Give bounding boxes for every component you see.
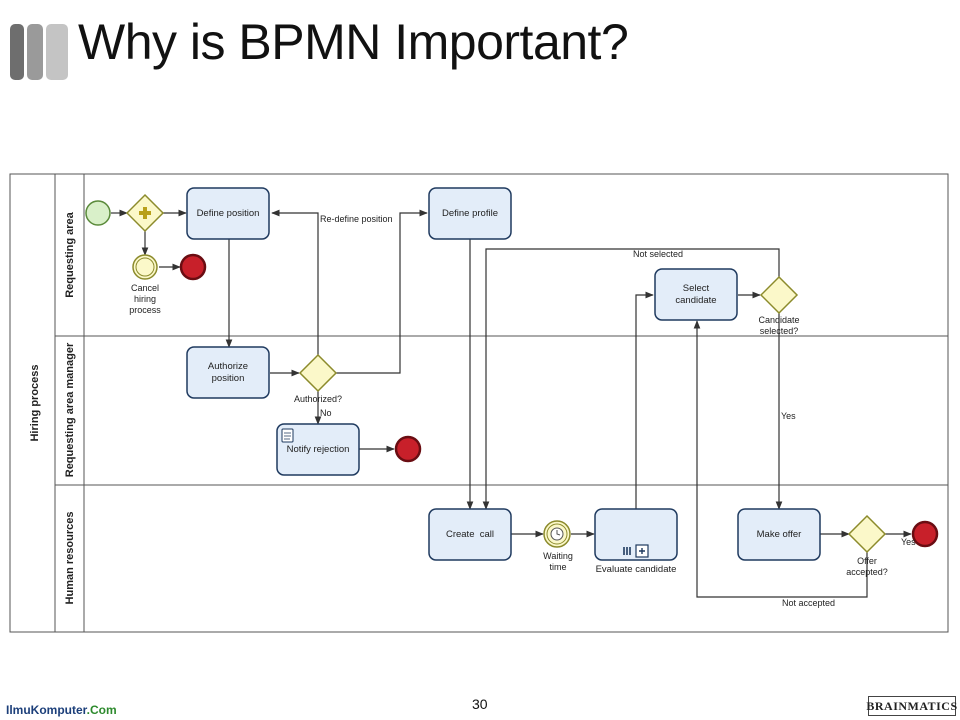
label-waiting-line2: time [549,562,566,572]
label-select-candidate-line2: candidate [675,295,716,306]
label-no: No [320,408,332,418]
label-define-position: Define position [197,208,260,219]
flow-redefine-position [271,209,319,355]
end-event-accepted [911,520,939,548]
task-select-candidate [654,268,738,321]
multi-instance-icon [623,547,631,555]
clock-hands-icon [556,530,561,536]
label-make-offer: Make offer [757,529,802,540]
label-authorize-position-line1: Authorize [208,361,248,372]
label-select-candidate-line1: Select [683,283,710,294]
footer-logo-ilmukomputer-name: IlmuKomputer [6,703,87,717]
label-offer-accepted-line1: Offer [857,556,877,566]
label-notify-rejection: Notify rejection [287,444,350,455]
label-candidate-selected-line2: selected? [760,326,799,336]
gateway-offer-accepted [847,514,887,554]
send-task-icon [281,428,294,443]
flow-not-accepted [693,320,868,598]
flow-not-selected [482,248,780,510]
title-decoration-bar-2 [27,24,43,80]
label-create-call: Create call [446,529,494,540]
lane-label-requesting-area-manager: Requesting area manager [64,342,76,477]
label-define-profile: Define profile [442,208,498,219]
label-candidate-selected-line1: Candidate [758,315,799,325]
label-cancel-line1: Cancel [131,283,159,293]
page-number: 30 [472,696,488,712]
bpmn-diagram: Hiring process Requesting area Requestin… [9,173,949,633]
send-task-lines-icon [284,432,291,440]
title-decoration-bar-3 [46,24,68,80]
label-yes-accepted: Yes [901,537,916,547]
flow-evaluate-to-select [635,291,654,509]
label-offer-accepted-line2: accepted? [846,567,888,577]
lane-label-requesting-area: Requesting area [64,211,76,297]
cancel-intermediate-event [132,254,158,280]
lane-label-human-resources: Human resources [64,512,76,605]
task-evaluate-candidate [594,508,678,561]
task-make-offer [737,508,821,561]
gateway-candidate-selected [759,275,799,315]
pool-border [9,173,949,633]
flow-authorized-to-define-profile [336,209,428,374]
label-evaluate-candidate: Evaluate candidate [596,564,677,575]
label-not-selected: Not selected [633,249,683,259]
title-decoration-bar-1 [10,24,24,80]
gateway-authorized [298,353,338,393]
task-create-call [428,508,512,561]
task-authorize-position [186,346,270,399]
label-cancel-line2: hiring [134,294,156,304]
label-waiting-line1: Waiting [543,551,573,561]
end-event-rejection [394,435,422,463]
task-define-position [186,187,270,240]
label-redefine-position: Re-define position [320,214,393,224]
label-cancel-line3: process [129,305,161,315]
cancel-intermediate-event-inner [135,257,155,277]
footer-logo-ilmukomputer: IlmuKomputer.Com [6,703,117,717]
plus-icon [139,207,151,219]
label-yes-selected: Yes [781,411,796,421]
task-define-profile [428,187,512,240]
slide-title: Why is BPMN Important? [78,14,629,70]
task-notify-rejection [276,423,360,476]
label-authorized: Authorized? [294,394,342,404]
end-event-cancel [179,253,207,281]
pool-label: Hiring process [29,364,41,441]
label-not-accepted: Not accepted [782,598,835,608]
label-authorize-position-line2: position [212,373,245,384]
subprocess-plus-icon [639,548,645,554]
timer-event-inner [546,523,568,545]
start-event [85,200,111,226]
footer-logo-ilmukomputer-suffix: .Com [86,703,117,717]
footer-logo-brainmatics: BRAINMATICS [866,696,957,716]
